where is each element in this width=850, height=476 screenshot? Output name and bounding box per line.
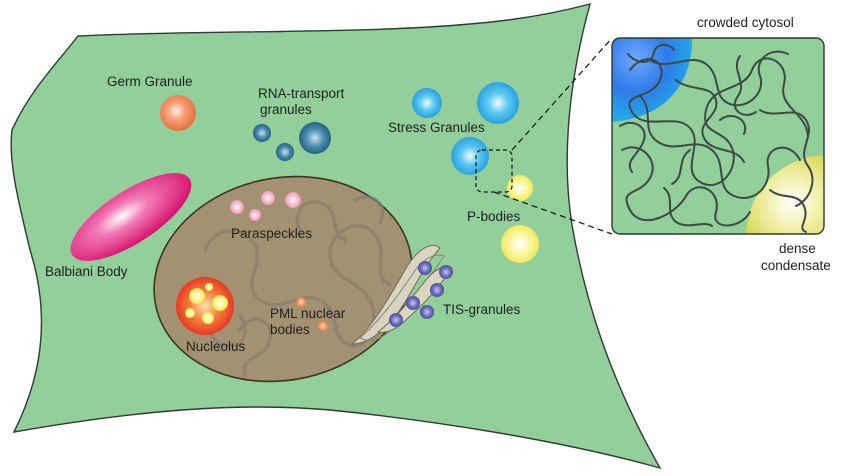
zoom-line-bottom bbox=[493, 191, 613, 235]
chromatin bbox=[203, 195, 392, 377]
nucleolus-label: Nucleolus bbox=[186, 339, 246, 354]
stress-granules bbox=[412, 82, 519, 175]
dense-condensate-label-line2: condensate bbox=[761, 258, 831, 273]
p-bodies bbox=[501, 175, 539, 263]
crowded-cytosol-label: crowded cytosol bbox=[697, 15, 794, 30]
nucleolus bbox=[176, 277, 234, 335]
germ-granule-label: Germ Granule bbox=[107, 74, 193, 89]
polymer-chains bbox=[619, 44, 814, 233]
rna-transport-granules bbox=[253, 122, 331, 161]
dense-condensate-label-line1: dense bbox=[779, 241, 816, 256]
p-bodies-label: P-bodies bbox=[467, 209, 521, 224]
inset-panel bbox=[611, 37, 825, 235]
germ-granule bbox=[160, 95, 196, 131]
tis-granules-label: TIS-granules bbox=[443, 302, 521, 317]
paraspeckles bbox=[230, 191, 301, 221]
zoom-line-top bbox=[511, 37, 613, 151]
rna-transport-label-line2: granules bbox=[260, 102, 312, 117]
pml-label-line2: bodies bbox=[270, 322, 310, 337]
rna-transport-label-line1: RNA-transport bbox=[258, 86, 345, 101]
paraspeckles-label: Paraspeckles bbox=[231, 226, 312, 241]
pml-nuclear-bodies bbox=[296, 297, 328, 331]
stress-granules-label: Stress Granules bbox=[388, 120, 485, 135]
balbiani-body bbox=[70, 173, 192, 261]
tis-granules bbox=[389, 261, 453, 327]
balbiani-body-label: Balbiani Body bbox=[45, 264, 128, 279]
pml-label-line1: PML nuclear bbox=[270, 306, 346, 321]
